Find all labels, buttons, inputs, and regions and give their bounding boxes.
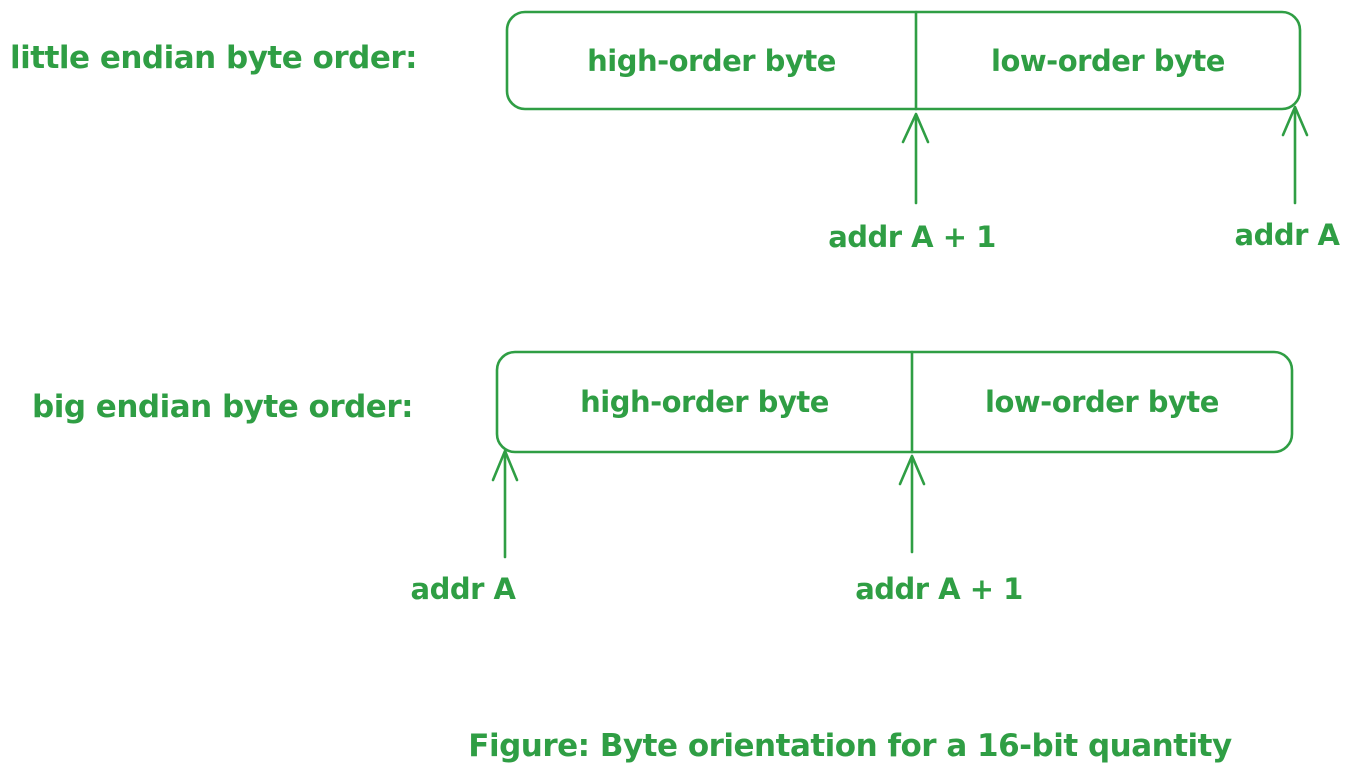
big-endian-addr-a-label: addr A (410, 572, 516, 606)
little-endian-section-label: little endian byte order: (10, 40, 418, 76)
arrowhead-up-icon (491, 449, 519, 482)
little-endian-addr-mid-arrow (901, 112, 930, 205)
little-endian-word-box (505, 10, 1302, 111)
big-endian-section-label: big endian byte order: (32, 389, 414, 425)
arrowhead-up-icon (898, 454, 926, 486)
little-endian-high-order-byte-cell: high-order byte (587, 43, 836, 78)
big-endian-high-order-byte-cell: high-order byte (580, 385, 829, 419)
word-box-outline (505, 10, 1302, 111)
little-endian-addr-a-label: addr A (1234, 218, 1340, 252)
arrowhead-up-icon (1281, 105, 1309, 137)
big-endian-addr-left-arrow (491, 449, 519, 559)
big-endian-addr-a-plus-1-label: addr A + 1 (855, 572, 1023, 606)
little-endian-low-order-byte-cell: low-order byte (991, 43, 1225, 78)
big-endian-low-order-byte-cell: low-order byte (985, 385, 1219, 419)
word-box-outline (495, 350, 1294, 454)
little-endian-addr-right-arrow (1281, 105, 1309, 205)
figure-caption: Figure: Byte orientation for a 16-bit qu… (468, 728, 1232, 764)
big-endian-addr-mid-arrow (898, 454, 926, 554)
big-endian-word-box (495, 350, 1294, 454)
little-endian-addr-a-plus-1-label: addr A + 1 (828, 220, 996, 254)
arrowhead-up-icon (901, 112, 930, 144)
